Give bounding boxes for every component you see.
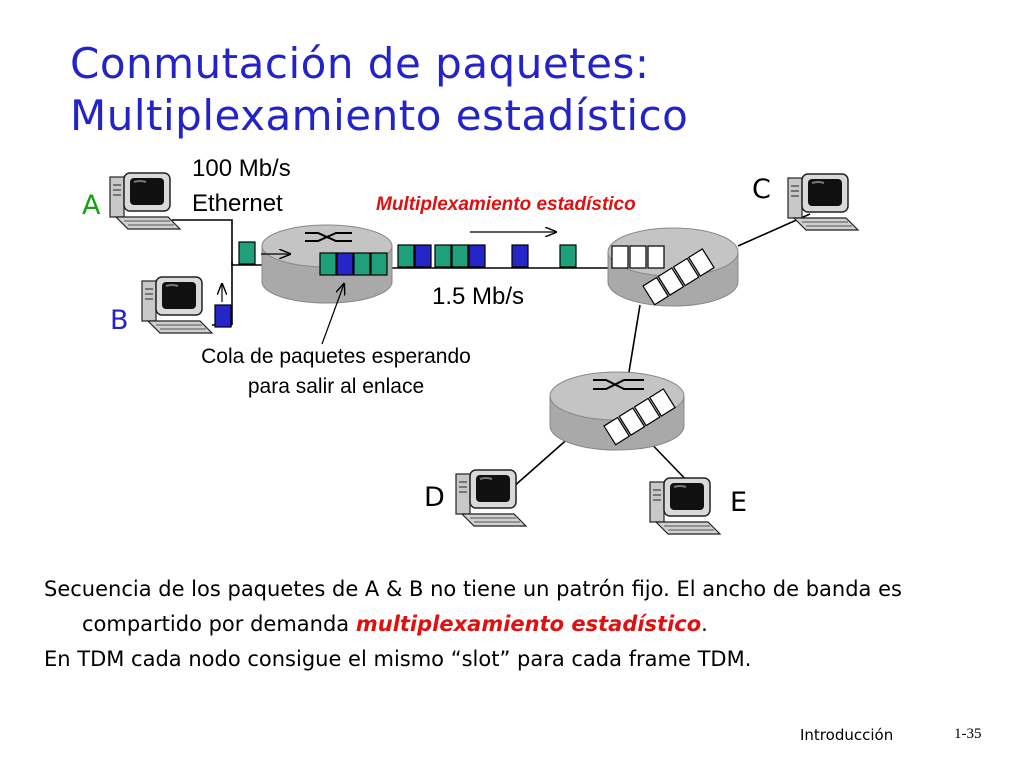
host-d-computer-icon xyxy=(455,469,527,527)
queue-packet xyxy=(319,252,337,276)
link-packets xyxy=(397,244,577,268)
link-packet xyxy=(414,244,432,268)
link-packet xyxy=(559,244,577,268)
packet-from-a xyxy=(238,241,256,265)
router-c-queue xyxy=(611,245,715,306)
link-packet xyxy=(434,244,452,268)
host-b-label: B xyxy=(110,305,129,336)
link-packet xyxy=(451,244,469,268)
bullet-2: En TDM cada nodo consigue el mismo “slot… xyxy=(44,647,752,671)
link-a-router xyxy=(172,219,262,266)
footer-section: Introducción xyxy=(800,726,894,744)
link-packet xyxy=(397,244,415,268)
slide-bullets: Secuencia de los paquetes de A & B no ti… xyxy=(44,572,1004,677)
link-packet xyxy=(511,244,529,268)
bullet-1-emphasis: multiplexamiento estadístico xyxy=(355,612,702,636)
queue-pointer-arrow xyxy=(321,284,344,345)
link-packet xyxy=(468,244,486,268)
packet-from-b xyxy=(214,304,232,328)
queue-packet xyxy=(370,252,388,276)
host-e-computer-icon xyxy=(649,477,721,535)
host-d-label: D xyxy=(424,482,445,513)
queue-packet xyxy=(336,252,354,276)
router-d-queue xyxy=(603,388,676,446)
link-router-c-router-d xyxy=(627,304,641,379)
queue-packet xyxy=(353,252,371,276)
host-b-computer-icon xyxy=(141,276,213,334)
ethernet-label: Ethernet xyxy=(192,190,283,217)
router-queue xyxy=(319,252,388,276)
page-number: 1-35 xyxy=(954,726,982,742)
queue-caption: Cola de paquetes esperando para salir al… xyxy=(201,345,471,398)
bullet-1: Secuencia de los paquetes de A & B no ti… xyxy=(44,572,1004,642)
ethernet-rate-label: 100 Mb/s xyxy=(192,155,291,182)
host-a-computer-icon xyxy=(109,172,181,230)
statistical-mux-label: Multiplexamiento estadístico xyxy=(376,194,636,215)
slide-title: Conmutación de paquetes: Multiplexamient… xyxy=(70,39,689,140)
host-c-computer-icon xyxy=(787,173,859,231)
host-c-label: C xyxy=(752,174,771,205)
bullet-1-end: . xyxy=(701,612,708,636)
outgoing-link-rate-label: 1.5 Mb/s xyxy=(432,283,525,310)
host-a-label: A xyxy=(82,190,101,221)
bullet-1-text: Secuencia de los paquetes de A & B no ti… xyxy=(44,577,902,636)
host-e-label: E xyxy=(730,487,748,518)
